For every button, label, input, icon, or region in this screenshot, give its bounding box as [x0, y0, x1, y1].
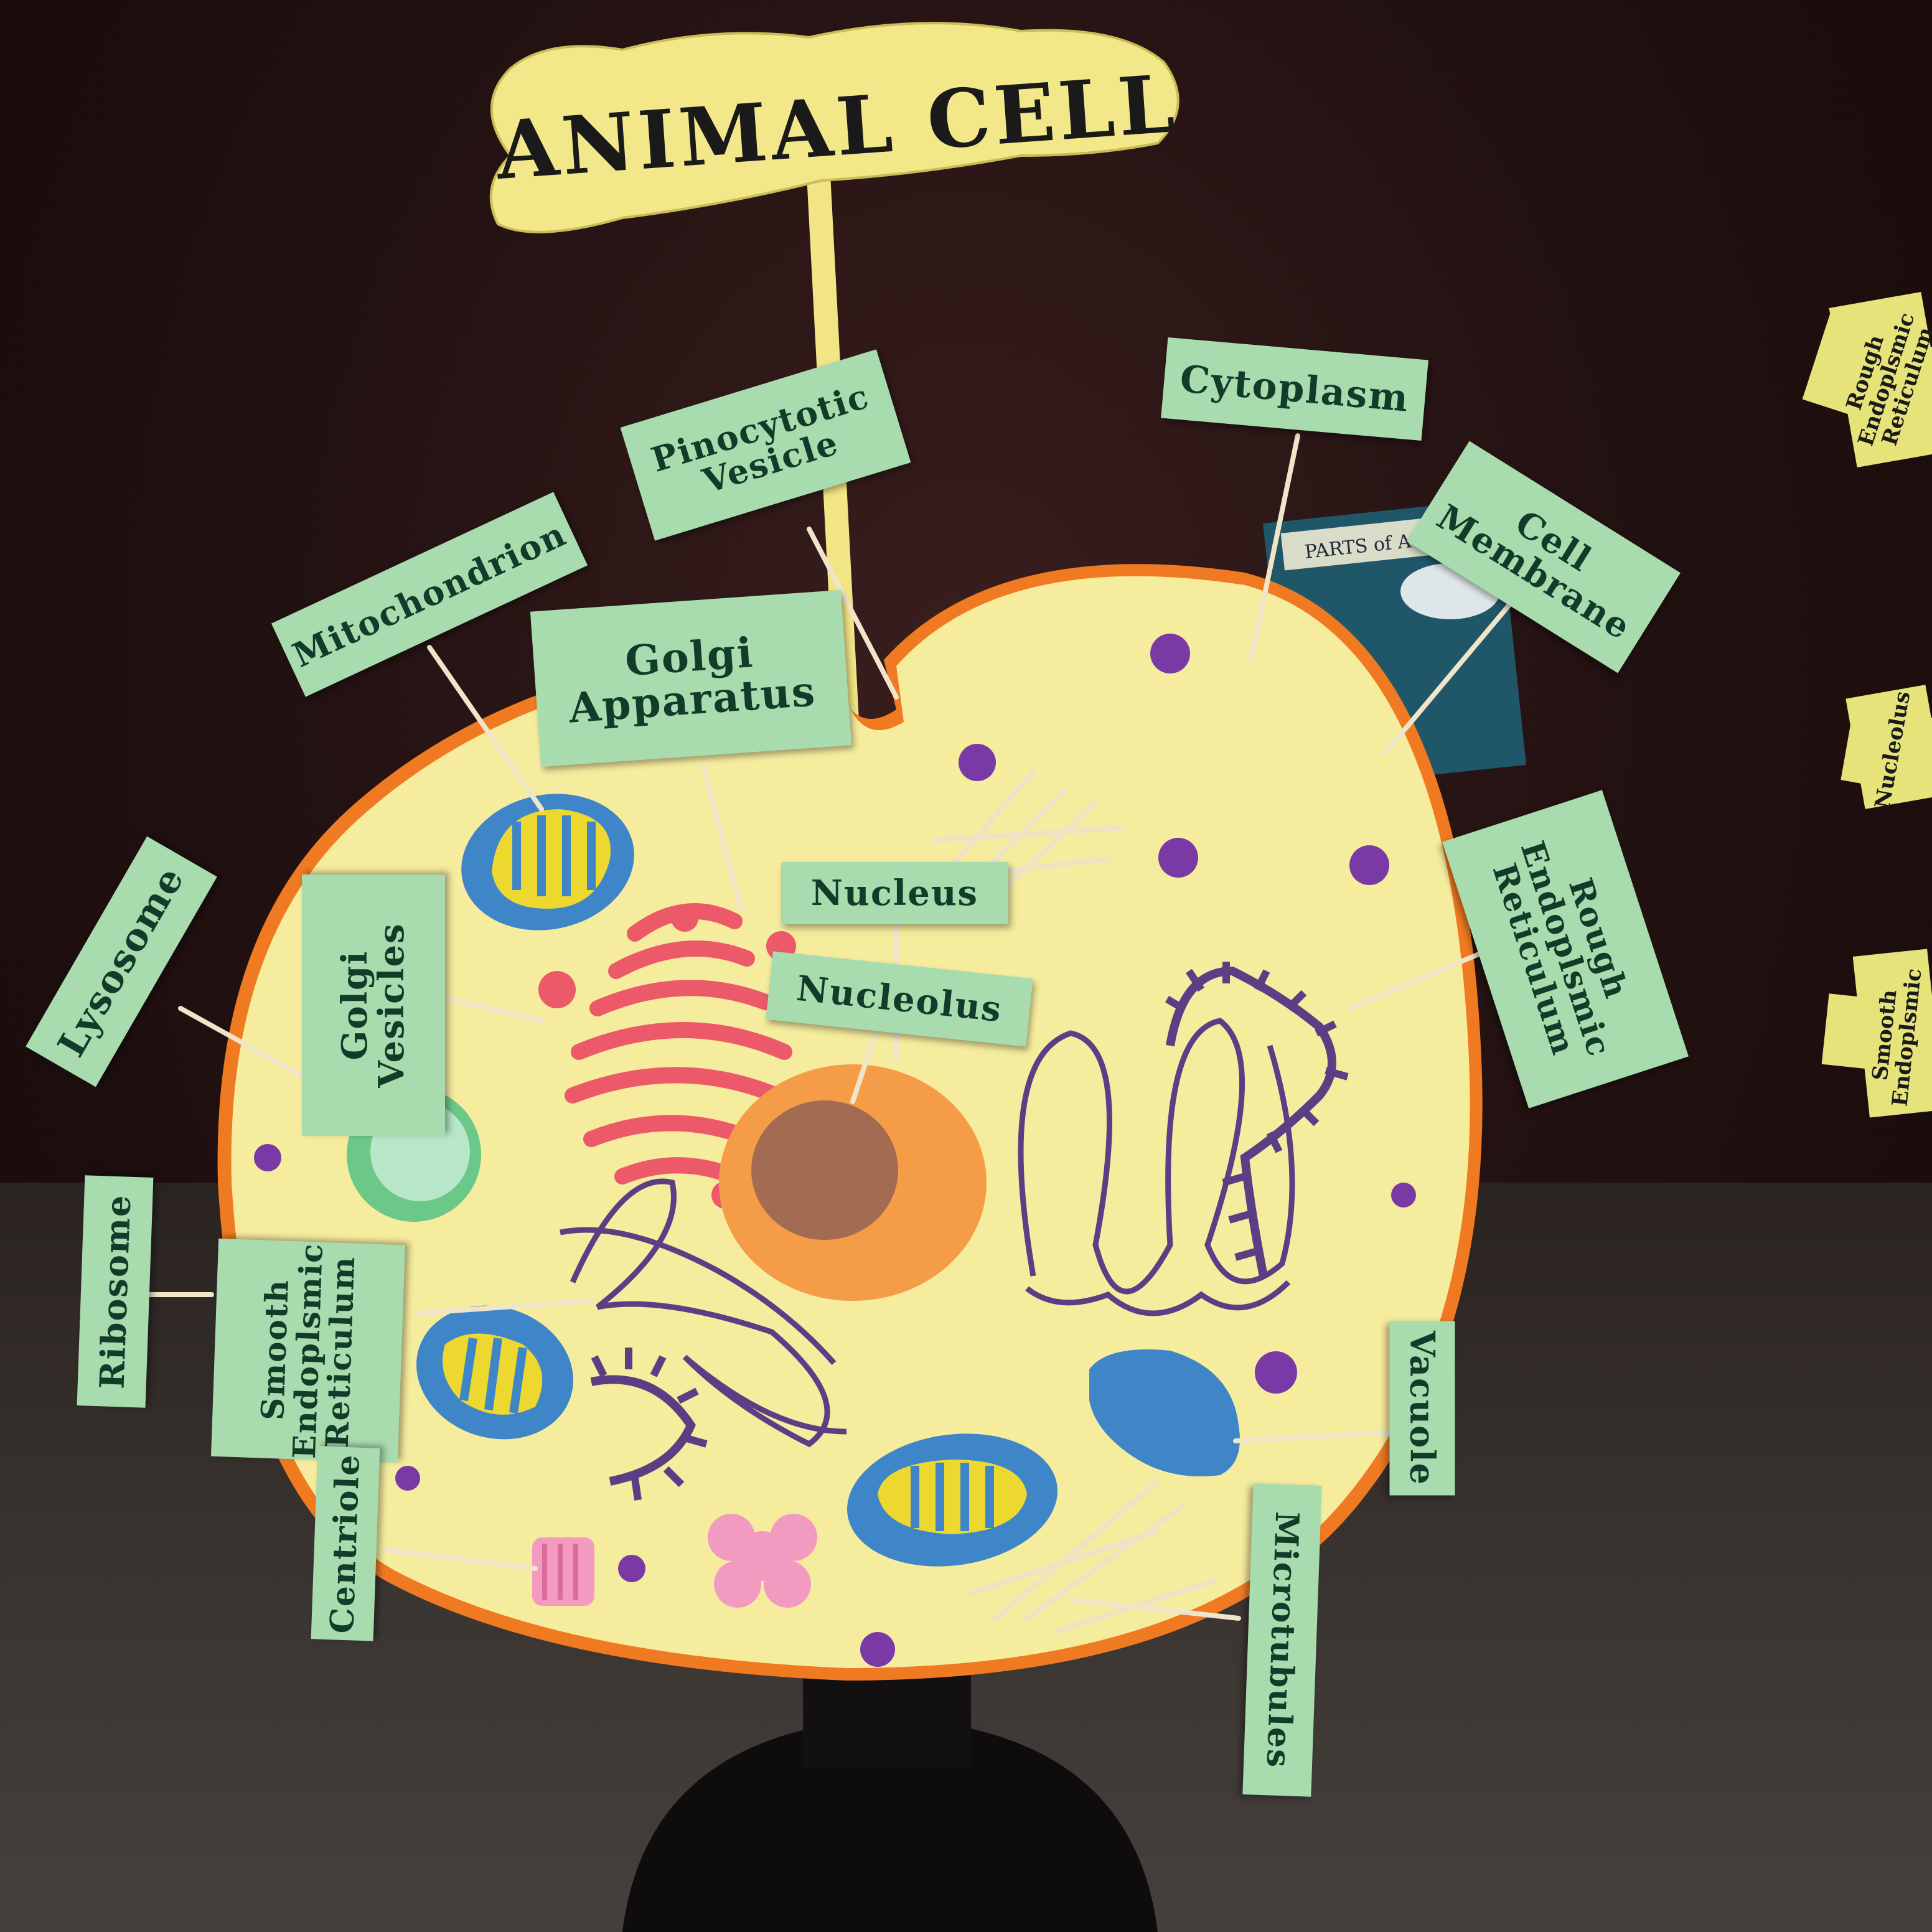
label-golgi-vesicles: Golgi Vesicles	[302, 875, 445, 1136]
label-nucleolus-text: Nucleolus	[794, 967, 1005, 1030]
title-sign-board	[489, 22, 1179, 233]
nucleolus	[751, 1100, 898, 1240]
label-microtubules: Microtubules	[1242, 1483, 1322, 1797]
label-ribosome-text: Ribosome	[91, 1193, 139, 1390]
label-nucleus: Nucleus	[781, 862, 1008, 924]
label-smooth-er: Smooth Endoplsmic Reticulum	[210, 1238, 406, 1463]
label-vacuole: Vacuole	[1389, 1321, 1455, 1496]
label-golgi-vesicles-line2: Vesicles	[371, 922, 412, 1088]
label-golgi-apparatus: Golgi Apparatus	[530, 589, 852, 767]
label-microtubules-text: Microtubules	[1259, 1511, 1306, 1770]
mitochondrion-bottom	[847, 1433, 1057, 1567]
stand-base	[622, 1718, 1158, 1932]
title-text: ANIMAL CELL	[493, 57, 1181, 199]
label-cytoplasm-text: Cytoplasm	[1178, 357, 1412, 421]
mitochondrion-left	[416, 1305, 573, 1440]
peroxisome-flower	[708, 1514, 817, 1608]
rough-endoplasmic-reticulum	[590, 962, 1349, 1501]
label-smooth-er-line3: Reticulum	[318, 1255, 362, 1449]
vacuole	[1089, 1349, 1240, 1476]
label-centriole: Centriole	[311, 1446, 380, 1641]
side-tag-nucleolus: Nucleolus	[1841, 690, 1932, 810]
mitochondrion-top	[461, 794, 634, 931]
label-golgi-apparatus-line2: Apparatus	[567, 667, 818, 733]
label-ribosome: Ribosome	[77, 1175, 154, 1408]
label-vacuole-text: Vacuole	[1402, 1331, 1443, 1486]
label-nucleus-text: Nucleus	[810, 872, 979, 914]
microtubules	[931, 769, 1217, 1634]
label-golgi-vesicles-line1: Golgi	[334, 950, 376, 1061]
label-centriole-text: Centriole	[322, 1453, 367, 1634]
centriole	[532, 1537, 594, 1606]
ribosomes	[254, 634, 1416, 1667]
